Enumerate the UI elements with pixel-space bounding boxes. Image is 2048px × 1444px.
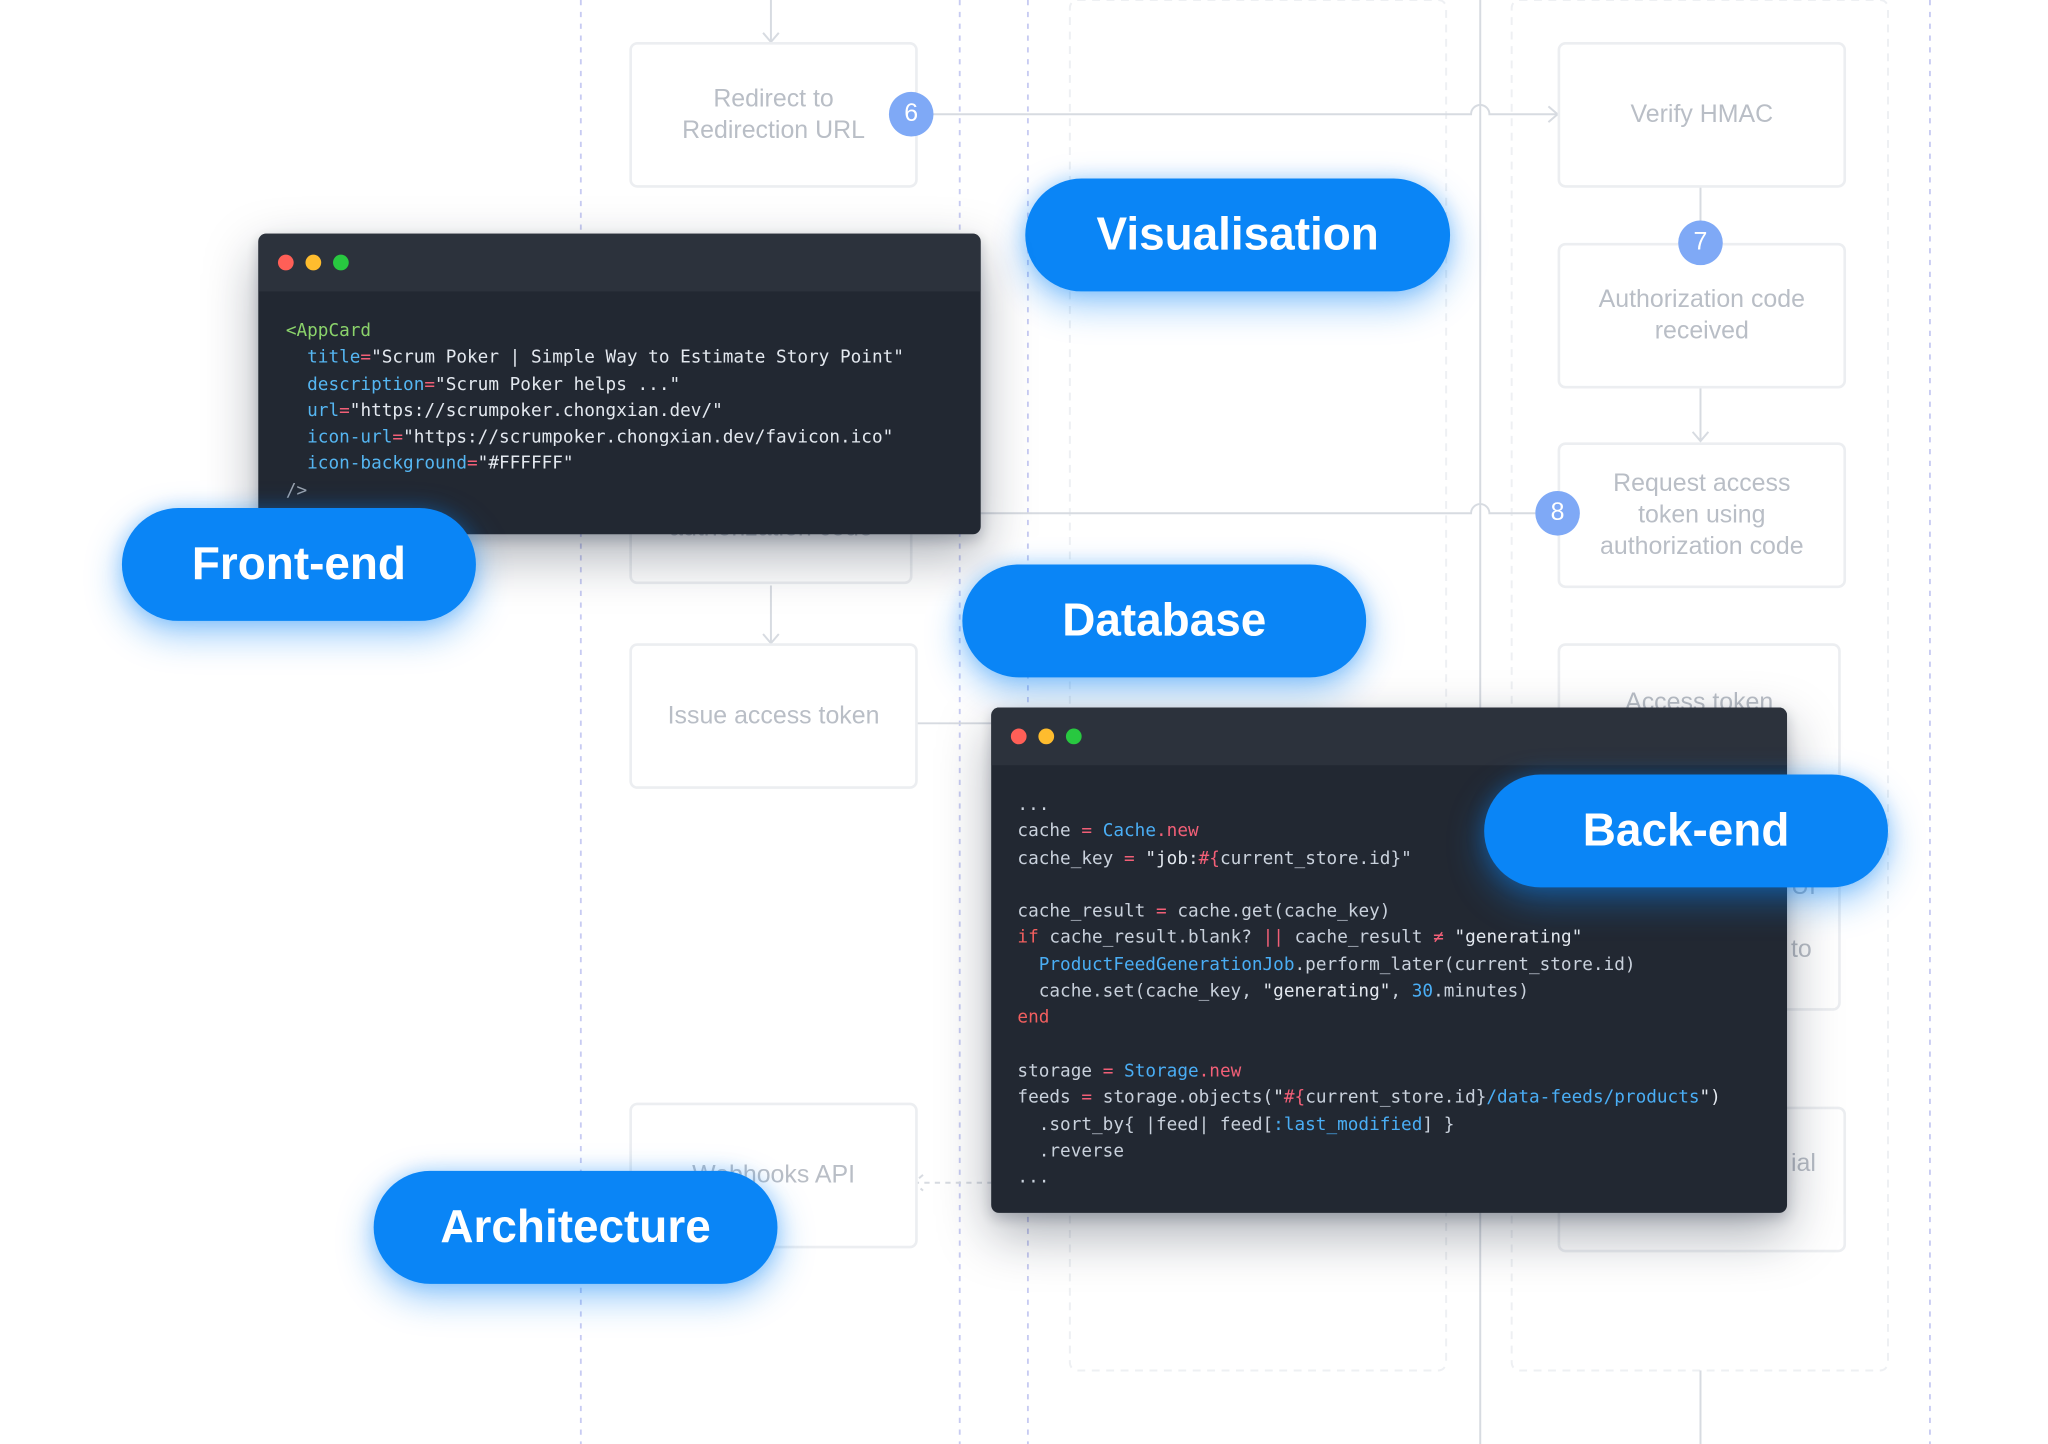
code-token: cache_result.blank? xyxy=(1049,927,1252,949)
code-attr-name: description xyxy=(307,373,425,395)
code-token: cache_result xyxy=(1017,900,1146,922)
code-string: "generating" xyxy=(1454,927,1583,949)
close-dot-icon[interactable] xyxy=(277,254,294,271)
code-string: "job: xyxy=(1145,847,1199,869)
box-redirect-url: Redirect to Redirection URL xyxy=(629,42,918,188)
window-titlebar xyxy=(258,233,981,292)
code-string: ") xyxy=(1699,1087,1721,1109)
code-string: /data-feeds/products xyxy=(1486,1087,1700,1109)
code-attr-name: url xyxy=(307,400,340,422)
frontend-badge: Front-end xyxy=(121,508,476,621)
box-label: Authorization code received xyxy=(1598,285,1805,345)
code-attr-name: icon-url xyxy=(307,426,393,448)
arrowhead xyxy=(1691,431,1710,443)
code-token: storage xyxy=(1017,1060,1093,1082)
code-token: cache_key xyxy=(1017,847,1114,869)
code-token: ] } xyxy=(1422,1113,1455,1135)
box-issue-access-token: Issue access token xyxy=(629,643,918,789)
box-authorization-code-received: Authorization code received xyxy=(1557,242,1847,389)
maximize-dot-icon[interactable] xyxy=(333,254,349,271)
code-token: current_store.id} xyxy=(1305,1087,1487,1109)
code-token: .new xyxy=(1156,820,1199,842)
code-token: storage.objects( xyxy=(1102,1087,1274,1109)
code-keyword: if xyxy=(1017,927,1039,949)
code-keyword: end xyxy=(1017,1007,1050,1029)
box-verify-hmac: Verify HMAC xyxy=(1557,42,1847,188)
code-token: cache.get(cache_key) xyxy=(1177,900,1391,922)
box-label: Redirect to Redirection URL xyxy=(682,84,865,144)
box-label: Issue access token xyxy=(667,701,880,730)
code-operator: ≠ xyxy=(1433,927,1444,949)
code-number: 30 xyxy=(1411,980,1434,1002)
code-token: cache xyxy=(1017,820,1071,842)
frontend-code-block: <AppCard title="Scrum Poker | Simple Way… xyxy=(285,320,904,502)
minimize-dot-icon[interactable] xyxy=(1038,728,1055,745)
code-class-name: Storage xyxy=(1124,1060,1199,1082)
code-attr-value: "https://scrumpoker.chongxian.dev/" xyxy=(349,400,723,422)
code-string: "generating" xyxy=(1262,980,1391,1002)
code-token: current_store.id}" xyxy=(1219,847,1412,869)
code-token: .sort_by{ |feed| feed[ xyxy=(1017,1113,1274,1135)
code-ellipsis: ... xyxy=(1017,794,1050,816)
code-token: .new xyxy=(1198,1060,1242,1082)
code-string: " xyxy=(1273,1087,1284,1109)
code-attr-name: title xyxy=(307,346,361,368)
code-token: feeds xyxy=(1017,1087,1071,1109)
visualisation-badge: Visualisation xyxy=(1025,178,1451,292)
code-token: .minutes) xyxy=(1433,980,1529,1002)
lane-frame xyxy=(1068,0,1448,1372)
code-operator: || xyxy=(1262,927,1284,949)
code-token: .reverse xyxy=(1017,1140,1124,1162)
code-attr-value: "https://scrumpoker.chongxian.dev/favico… xyxy=(403,426,894,448)
connector xyxy=(933,104,1558,116)
code-token: cache.set(cache_key, xyxy=(1038,980,1263,1002)
architecture-badge: Architecture xyxy=(373,1170,778,1284)
lane-frame xyxy=(1510,0,1889,1372)
step-7-badge: 7 xyxy=(1678,220,1723,266)
code-class-name: ProductFeedGenerationJob xyxy=(1038,954,1295,976)
backend-badge: Back-end xyxy=(1484,774,1888,888)
code-token: .perform_later(current_store.id) xyxy=(1294,954,1636,976)
backend-code-block: ... cache = Cache.new cache_key = "job:#… xyxy=(1017,794,1721,1189)
box-label: Verify HMAC xyxy=(1630,100,1774,128)
database-badge: Database xyxy=(962,564,1367,678)
box-label: Request access token using authorization… xyxy=(1600,469,1804,560)
arrowhead xyxy=(762,633,780,645)
maximize-dot-icon[interactable] xyxy=(1065,728,1082,745)
code-class-name: Cache xyxy=(1102,820,1157,842)
code-token: #{ xyxy=(1198,847,1220,869)
step-8-badge: 8 xyxy=(1535,490,1580,536)
code-token: #{ xyxy=(1283,1087,1306,1109)
close-dot-icon[interactable] xyxy=(1010,728,1027,745)
code-open-tag: <AppCard xyxy=(285,320,372,342)
connector xyxy=(980,503,1536,515)
code-symbol: :last_modified xyxy=(1273,1113,1423,1135)
frontend-code-window: <AppCard title="Scrum Poker | Simple Way… xyxy=(258,233,981,535)
box-request-access-token: Request access token using authorization… xyxy=(1557,442,1847,589)
code-token: cache_result xyxy=(1294,927,1423,949)
code-attr-value: "Scrum Poker | Simple Way to Estimate St… xyxy=(371,346,904,368)
code-attr-value: "Scrum Poker helps ..." xyxy=(435,373,681,395)
partial-label-to: to xyxy=(1790,935,1812,964)
code-attr-value: "#FFFFFF" xyxy=(477,453,574,475)
minimize-dot-icon[interactable] xyxy=(305,254,322,271)
code-ellipsis: ... xyxy=(1017,1167,1050,1189)
code-close-tag: /> xyxy=(285,480,308,502)
window-titlebar xyxy=(991,707,1788,766)
step-6-badge: 6 xyxy=(888,91,934,137)
code-attr-name: icon-background xyxy=(307,453,467,475)
partial-label-ial: ial xyxy=(1790,1149,1816,1178)
